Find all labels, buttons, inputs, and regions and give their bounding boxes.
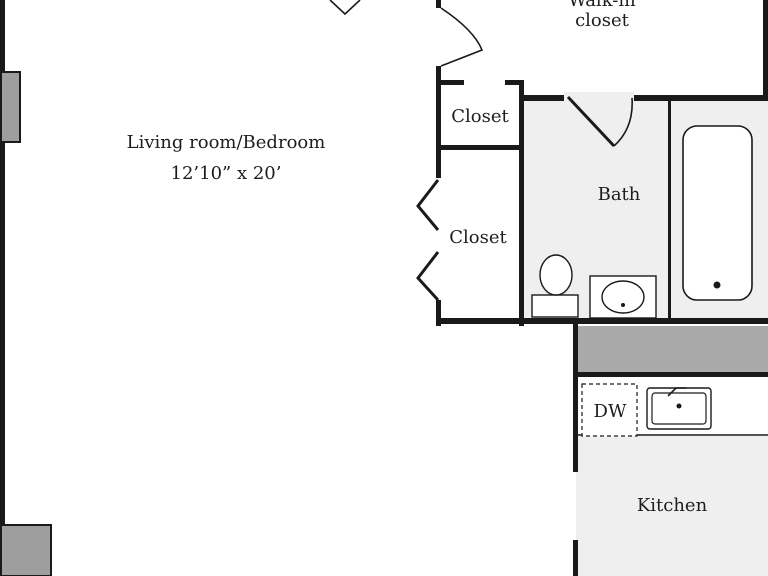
kitchen-label: Kitchen xyxy=(637,495,708,516)
bath-door-swing xyxy=(613,97,633,147)
closet-lower-opening xyxy=(432,178,442,300)
closet-lower-door-bottom[interactable] xyxy=(416,251,440,302)
walkin-wall-stub xyxy=(436,0,441,8)
kitchen-sink-basin xyxy=(651,392,707,425)
window-lower-left xyxy=(0,524,52,576)
bath-top-wall xyxy=(519,95,768,101)
closet-lower-label: Closet xyxy=(449,227,507,248)
closets-right-wall xyxy=(519,80,524,326)
sink-basin xyxy=(601,280,645,314)
dishwasher xyxy=(581,383,638,437)
kitchen-upper-counter xyxy=(576,326,768,376)
window-upper-left xyxy=(0,71,21,143)
kitchen-left-wall-upper xyxy=(573,320,578,472)
bathtub xyxy=(682,125,753,301)
closet-upper-top-wall-right xyxy=(505,80,524,85)
walkin-label-line1: Walk-in xyxy=(568,0,636,11)
entry-door-swing[interactable] xyxy=(329,0,361,16)
bath-door-leaf[interactable] xyxy=(566,95,616,148)
toilet-tank xyxy=(531,294,579,318)
bath-bottom-wall xyxy=(436,318,768,324)
bath-door-opening xyxy=(564,92,634,104)
bath-label: Bath xyxy=(598,184,641,205)
closet-upper-label: Closet xyxy=(451,106,509,127)
kitchen-sink-drain xyxy=(676,403,682,409)
closet-divider-wall xyxy=(436,145,524,150)
closet-lower-door-top[interactable] xyxy=(416,179,440,231)
sink-drain xyxy=(621,303,625,307)
kitchen-floor xyxy=(576,436,768,576)
toilet-bowl xyxy=(539,254,573,296)
walkin-wall-lower-stub xyxy=(436,66,441,80)
left-exterior-wall xyxy=(0,0,5,576)
faucet-icon xyxy=(667,387,686,397)
walkin-label-line2: closet xyxy=(575,10,630,31)
walkin-door-swing[interactable] xyxy=(440,7,484,67)
dishwasher-label: DW xyxy=(594,401,627,422)
closet-upper-top-wall-left xyxy=(436,80,464,85)
kitchen-left-wall-lower xyxy=(573,540,578,576)
living-room-dimensions: 12’10” x 20’ xyxy=(171,163,282,184)
tub-drain xyxy=(713,281,721,289)
kitchen-counter-top-edge xyxy=(576,372,768,377)
right-exterior-wall-upper xyxy=(763,0,768,100)
living-room-label: Living room/Bedroom xyxy=(127,132,326,153)
tub-partition xyxy=(668,100,671,320)
